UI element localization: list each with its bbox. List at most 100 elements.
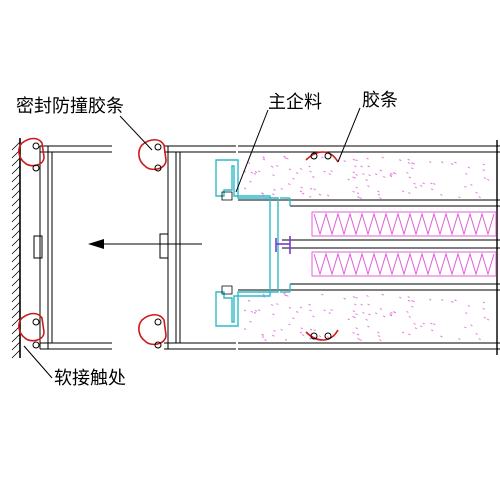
foam-speckle: [374, 173, 378, 176]
foam-speckle: [300, 327, 303, 330]
foam-speckle: [440, 161, 444, 164]
foam-speckle: [243, 328, 247, 330]
foam-speckle: [381, 293, 384, 296]
foam-speckle: [365, 179, 368, 182]
wall-hatch-line: [11, 141, 21, 151]
foam-speckle: [312, 176, 315, 178]
foam-speckle: [280, 328, 283, 331]
foam-speckle: [300, 186, 303, 189]
foam-speckle: [407, 158, 410, 161]
foam-speckle: [250, 171, 254, 174]
foam-speckle: [389, 313, 392, 316]
foam-speckle: [408, 192, 411, 194]
foam-speckle: [467, 304, 471, 307]
foam-speckle: [359, 197, 362, 200]
foam-speckle: [362, 172, 365, 175]
foam-speckle: [352, 190, 355, 193]
foam-speckle: [429, 161, 432, 163]
foam-speckle: [367, 165, 370, 168]
foam-speckle: [355, 186, 358, 189]
wall-hatch-line: [11, 205, 21, 215]
foam-speckle: [422, 182, 425, 185]
foam-speckle: [401, 331, 405, 334]
wall-hatch-line: [11, 341, 21, 351]
foam-speckle: [308, 195, 312, 198]
insulation-zigzag: [313, 252, 495, 276]
foam-speckle: [360, 165, 363, 168]
foam-speckle: [464, 326, 467, 329]
foam-speckle: [352, 331, 355, 334]
bolt: [275, 236, 291, 254]
foam-speckle: [308, 303, 311, 306]
foam-speckle: [430, 188, 434, 191]
foam-speckle: [272, 193, 275, 196]
foam-speckle: [399, 296, 402, 299]
foam-speckle: [301, 334, 305, 337]
foam-speckle: [299, 190, 303, 193]
foam-speckle: [270, 304, 274, 306]
foam-speckle: [360, 303, 363, 306]
foam-speckle: [295, 311, 299, 313]
foam-speckle: [467, 166, 471, 169]
foam-speckle: [253, 311, 257, 314]
foam-speckle: [262, 158, 266, 161]
foam-speckle: [355, 159, 358, 162]
foam-speckle: [270, 165, 274, 168]
foam-speckle: [389, 175, 393, 178]
foam-speckle: [261, 192, 264, 195]
foam-speckle: [430, 182, 433, 185]
foam-speckle: [367, 325, 370, 328]
foam-speckle: [309, 328, 313, 331]
foam-speckle: [254, 309, 258, 312]
wall-hatch-line: [11, 293, 21, 303]
foam-speckle: [328, 312, 331, 315]
foam-speckle: [292, 317, 295, 320]
foam-speckle: [288, 183, 291, 186]
foam-speckle: [323, 309, 326, 312]
label-seal-strip: 密封防撞胶条: [16, 96, 124, 117]
foam-speckle: [288, 323, 291, 326]
rubber-strip-top: [305, 151, 339, 163]
foam-speckle: [389, 314, 393, 317]
foam-speckle: [262, 156, 265, 159]
foam-speckle: [440, 335, 443, 338]
foam-speckle: [283, 292, 286, 295]
foam-speckle: [408, 333, 411, 336]
foam-speckle: [482, 169, 485, 172]
foam-speckle: [354, 165, 357, 168]
foam-speckle: [440, 193, 443, 196]
wall-hatch-line: [11, 309, 21, 319]
foam-speckle: [283, 155, 286, 158]
foam-speckle: [379, 308, 383, 310]
foam-speckle: [309, 309, 312, 312]
right-door-leaf: [138, 138, 236, 350]
foam-speckle: [261, 333, 264, 336]
wall-hatch-line: [11, 229, 21, 239]
wall-hatch-line: [11, 333, 21, 343]
foam-speckle: [470, 324, 473, 327]
foam-speckle: [308, 165, 311, 168]
foam-speckle: [288, 168, 292, 171]
foam-speckle: [276, 303, 279, 305]
foam-speckle: [454, 299, 457, 302]
foam-speckle: [352, 176, 355, 179]
foam-speckle: [309, 170, 312, 173]
foam-speckle: [374, 312, 378, 315]
foam-speckle: [264, 339, 267, 342]
foam-speckle: [382, 176, 386, 178]
foam-speckle: [347, 318, 350, 321]
foam-speckle: [355, 296, 358, 299]
wall-hatch-line: [11, 173, 21, 183]
panel-wall: [238, 140, 500, 355]
foam-speckle: [254, 171, 258, 173]
foam-speckle: [288, 306, 292, 309]
foam-speckle: [433, 323, 436, 326]
foam-speckle: [433, 182, 436, 185]
foam-speckle: [308, 337, 312, 340]
foam-speckle: [482, 307, 485, 310]
foam-speckle: [354, 303, 357, 306]
main-mullion-profile: [215, 159, 291, 327]
wall-hatch-line: [11, 157, 21, 167]
foam-speckle: [377, 193, 381, 196]
